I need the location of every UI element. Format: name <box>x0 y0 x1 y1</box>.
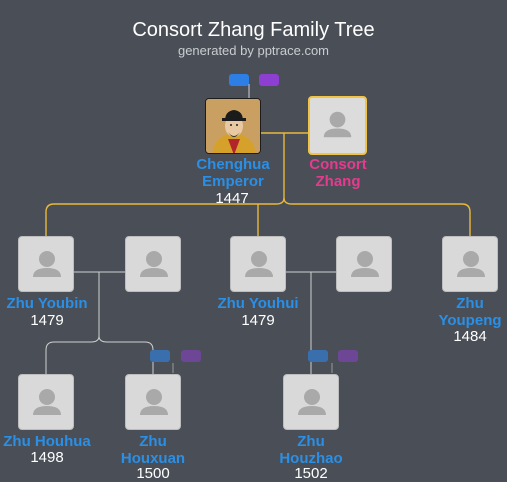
chenghua-year: 1447 <box>215 190 249 207</box>
zhu-houzhao-name[interactable]: Zhu Houzhao <box>256 433 366 467</box>
person-silhouette-icon <box>140 389 168 415</box>
zhu-houxuan-name-line2: Houxuan <box>120 450 186 467</box>
zhu-youbin-name[interactable]: Zhu Youbin <box>0 295 102 312</box>
consort-zhang-name[interactable]: Consort Zhang <box>283 156 393 190</box>
zhu-houzhao-card[interactable] <box>283 374 339 430</box>
zhu-youhui-name-line1: Zhu Youhui <box>217 295 299 312</box>
person-silhouette-icon <box>457 251 485 277</box>
zhu-youpeng-name-line2: Youpeng <box>438 312 502 329</box>
expand-houxuan-father-badge[interactable] <box>150 350 170 362</box>
zhu-houxuan-name-line1: Zhu <box>139 433 167 450</box>
zhu-houzhao-name-line1: Zhu <box>297 433 325 450</box>
zhu-houhua-year: 1498 <box>30 449 64 466</box>
emperor-portrait-icon <box>206 99 260 153</box>
person-silhouette-icon <box>33 389 61 415</box>
consort-zhang-card[interactable] <box>308 96 367 155</box>
page-subtitle: generated by pptrace.com <box>177 43 330 58</box>
spouse-line-chenghua-zhang <box>261 132 285 199</box>
zhu-houhua-name[interactable]: Zhu Houhua <box>0 433 102 450</box>
zhu-youhui-year: 1479 <box>241 312 275 329</box>
expand-ancestors-mother-badge[interactable] <box>259 74 279 86</box>
chenghua-name-line1: Chenghua <box>196 156 270 173</box>
zhu-youhui-name[interactable]: Zhu Youhui <box>203 295 313 312</box>
zhu-houxuan-name[interactable]: Zhu Houxuan <box>98 433 208 467</box>
person-silhouette-icon <box>33 251 61 277</box>
expand-houzhao-mother-badge[interactable] <box>338 350 358 362</box>
zhu-youpeng-card[interactable] <box>442 236 498 292</box>
consort-zhang-name-line1: Consort <box>309 156 367 173</box>
zhu-houhua-card[interactable] <box>18 374 74 430</box>
zhu-youbin-year: 1479 <box>30 312 64 329</box>
chenghua-portrait[interactable] <box>205 98 261 154</box>
person-silhouette-icon <box>323 111 352 138</box>
zhu-youbin-spouse-card[interactable] <box>125 236 181 292</box>
zhu-youpeng-name[interactable]: Zhu Youpeng <box>415 295 507 329</box>
expand-ancestors-father-badge[interactable] <box>229 74 249 86</box>
children-bracket-gen2 <box>45 197 471 236</box>
expand-houzhao-father-badge[interactable] <box>308 350 328 362</box>
zhu-houzhao-year: 1502 <box>294 465 328 482</box>
zhu-youhui-spouse-card[interactable] <box>336 236 392 292</box>
zhu-youbin-card[interactable] <box>18 236 74 292</box>
person-silhouette-icon <box>298 389 326 415</box>
zhu-youpeng-year: 1484 <box>453 328 487 345</box>
zhu-youhui-card[interactable] <box>230 236 286 292</box>
zhu-youpeng-name-line1: Zhu <box>456 295 484 312</box>
chenghua-name[interactable]: Chenghua Emperor <box>178 156 288 190</box>
zhu-houzhao-name-line2: Houzhao <box>279 450 343 467</box>
zhu-houhua-name-line1: Zhu Houhua <box>3 433 91 450</box>
person-silhouette-icon <box>245 251 273 277</box>
expand-houxuan-mother-badge[interactable] <box>181 350 201 362</box>
zhu-houxuan-year: 1500 <box>136 465 170 482</box>
children-bracket-youbin <box>45 335 154 374</box>
zhu-houxuan-card[interactable] <box>125 374 181 430</box>
person-silhouette-icon <box>351 251 379 277</box>
zhu-youbin-name-line1: Zhu Youbin <box>6 295 88 312</box>
person-silhouette-icon <box>140 251 168 277</box>
consort-zhang-name-line2: Zhang <box>315 173 361 190</box>
page-title: Consort Zhang Family Tree <box>132 19 375 41</box>
chenghua-name-line2: Emperor <box>202 173 264 190</box>
